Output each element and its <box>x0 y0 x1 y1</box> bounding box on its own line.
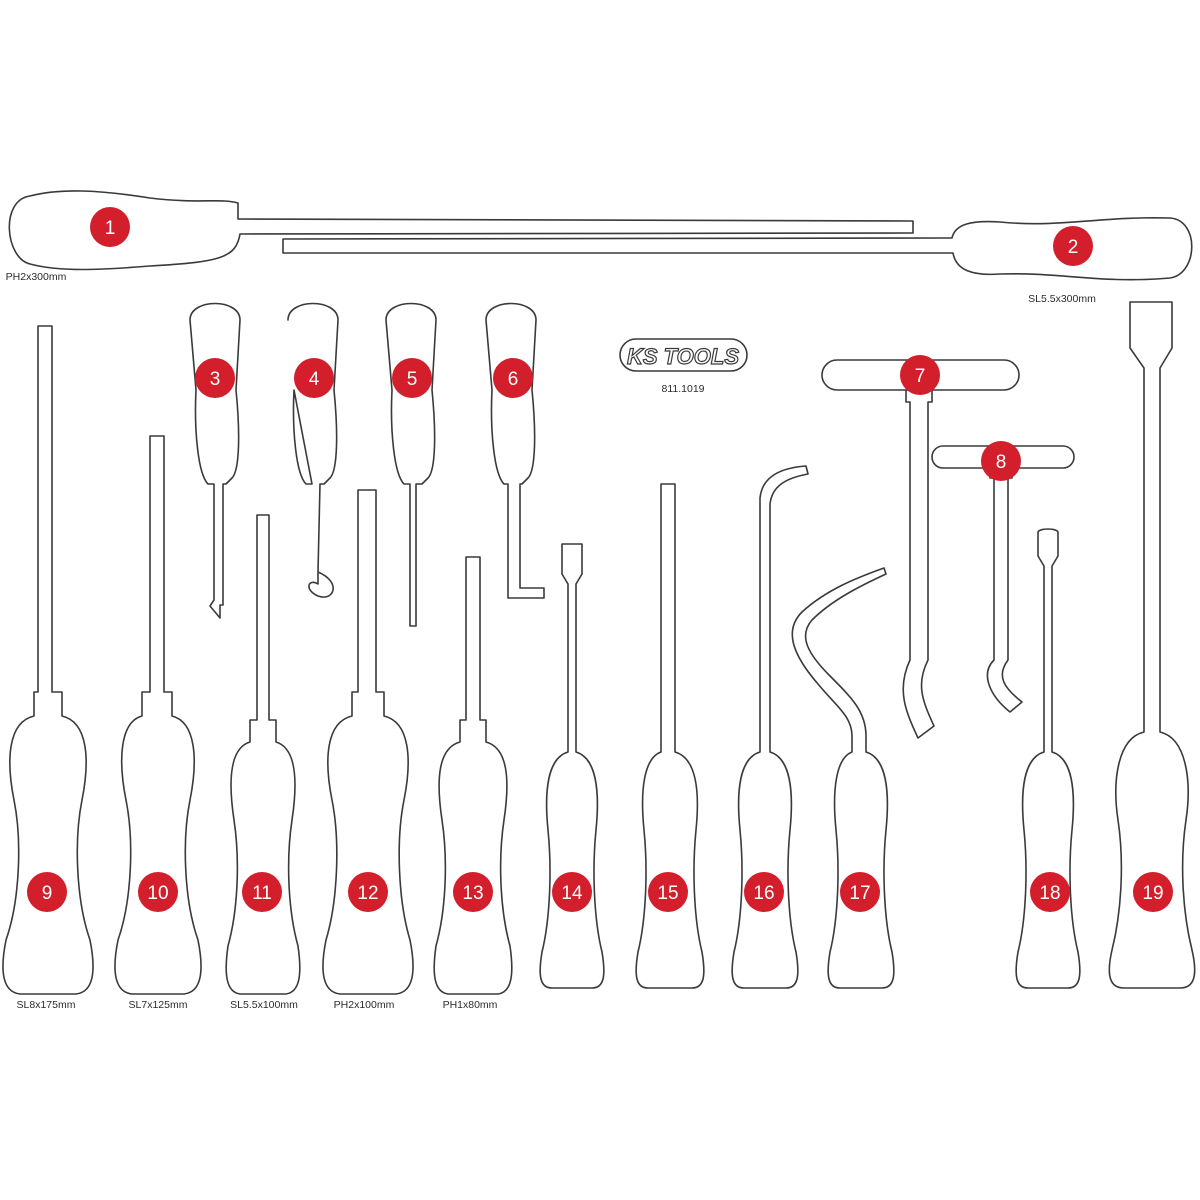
tool-1-long-screwdriver <box>8 190 914 271</box>
badge-2-number: 2 <box>1068 237 1079 258</box>
badge-1: 1 <box>90 207 130 247</box>
badge-12: 12 <box>348 872 388 912</box>
badge-4: 4 <box>294 358 334 398</box>
size-label-2: SL5.5x300mm <box>1028 293 1096 305</box>
badge-19: 19 <box>1133 872 1173 912</box>
badge-14: 14 <box>552 872 592 912</box>
logo-text: KS TOOLS <box>627 344 739 369</box>
tool-7-t-handle-pick <box>821 359 1020 739</box>
badge-1-number: 1 <box>105 218 116 239</box>
badge-15-number: 15 <box>657 883 678 904</box>
tool-15-screwdriver <box>635 483 705 989</box>
badge-13: 13 <box>453 872 493 912</box>
tool-5-straight-pick <box>385 302 437 627</box>
tool-3-hook-pick <box>189 302 241 619</box>
tool-14-screwdriver <box>539 543 605 989</box>
size-label-11: SL5.5x100mm <box>230 999 298 1011</box>
badge-8: 8 <box>981 441 1021 481</box>
badge-17-number: 17 <box>849 883 870 904</box>
tool-10-screwdriver <box>114 435 202 995</box>
tool-11-screwdriver <box>225 514 301 995</box>
tool-2-long-screwdriver <box>282 216 1193 281</box>
tool-17-curved-pick <box>791 567 895 989</box>
badge-11: 11 <box>242 872 282 912</box>
badge-5-number: 5 <box>407 369 418 390</box>
size-label-9: SL8x175mm <box>17 999 76 1011</box>
tool-19-screwdriver <box>1108 301 1196 989</box>
badge-7: 7 <box>900 355 940 395</box>
badge-8-number: 8 <box>996 452 1007 473</box>
badge-18-number: 18 <box>1039 883 1060 904</box>
badge-7-number: 7 <box>915 366 926 387</box>
badge-2: 2 <box>1053 226 1093 266</box>
tool-9-screwdriver <box>2 325 94 995</box>
badge-12-number: 12 <box>357 883 378 904</box>
badge-13-number: 13 <box>462 883 483 904</box>
badge-6-number: 6 <box>508 369 519 390</box>
badge-5: 5 <box>392 358 432 398</box>
article-number: 811.1019 <box>661 383 704 395</box>
badge-3: 3 <box>195 358 235 398</box>
badge-3-number: 3 <box>210 369 221 390</box>
tool-13-screwdriver <box>433 556 513 995</box>
badge-16: 16 <box>744 872 784 912</box>
badge-17: 17 <box>840 872 880 912</box>
badge-19-number: 19 <box>1142 883 1163 904</box>
size-label-10: SL7x125mm <box>129 999 188 1011</box>
badge-10-number: 10 <box>147 883 168 904</box>
badge-16-number: 16 <box>753 883 774 904</box>
badge-11-number: 11 <box>252 883 272 904</box>
ks-tools-logo: KS TOOLS <box>619 338 748 372</box>
badge-6: 6 <box>493 358 533 398</box>
size-label-13: PH1x80mm <box>443 999 498 1011</box>
badge-4-number: 4 <box>309 369 320 390</box>
tool-6-angle-pick <box>485 302 545 599</box>
badge-9-number: 9 <box>42 883 53 904</box>
badge-14-number: 14 <box>561 883 583 904</box>
tool-18-screwdriver <box>1015 528 1081 989</box>
badge-10: 10 <box>138 872 178 912</box>
tool-12-screwdriver <box>322 489 414 995</box>
badge-9: 9 <box>27 872 67 912</box>
size-label-12: PH2x100mm <box>334 999 395 1011</box>
badge-15: 15 <box>648 872 688 912</box>
tool-16-bent-pick <box>731 465 809 989</box>
tool-4-hook-pick <box>287 302 339 598</box>
size-label-1: PH2x300mm <box>6 271 67 283</box>
badge-18: 18 <box>1030 872 1070 912</box>
